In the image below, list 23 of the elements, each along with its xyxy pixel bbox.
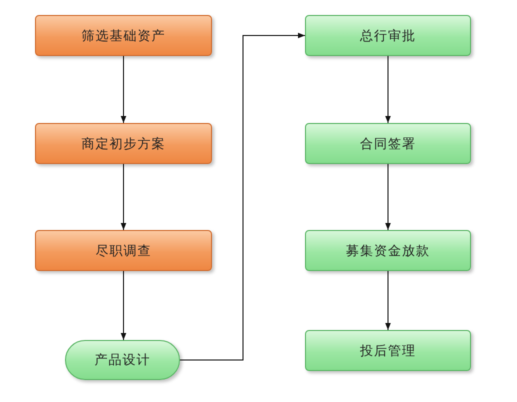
- process-box: [305, 330, 471, 371]
- node-label: 募集资金放款: [346, 242, 430, 260]
- node-label: 产品设计: [94, 352, 150, 369]
- node-label: 商定初步方案: [82, 136, 166, 152]
- arrow: [385, 56, 391, 124]
- arrow: [120, 270, 126, 340]
- process-box: [35, 230, 212, 271]
- arrow: [180, 32, 306, 360]
- process-box: [35, 15, 212, 56]
- process-box: [305, 123, 471, 164]
- node-label: 投后管理: [360, 342, 416, 360]
- process-pill: [65, 340, 180, 380]
- process-box: [305, 15, 471, 56]
- process-box: [305, 230, 471, 271]
- arrow: [385, 270, 391, 330]
- process-box: [35, 123, 212, 164]
- node-label: 筛选基础资产: [82, 28, 166, 44]
- node-label: 合同签署: [360, 136, 416, 152]
- arrow: [385, 164, 391, 230]
- node-label: 尽职调查: [96, 242, 152, 260]
- arrow: [120, 164, 126, 230]
- arrow: [120, 56, 126, 124]
- node-label: 总行审批: [360, 28, 416, 44]
